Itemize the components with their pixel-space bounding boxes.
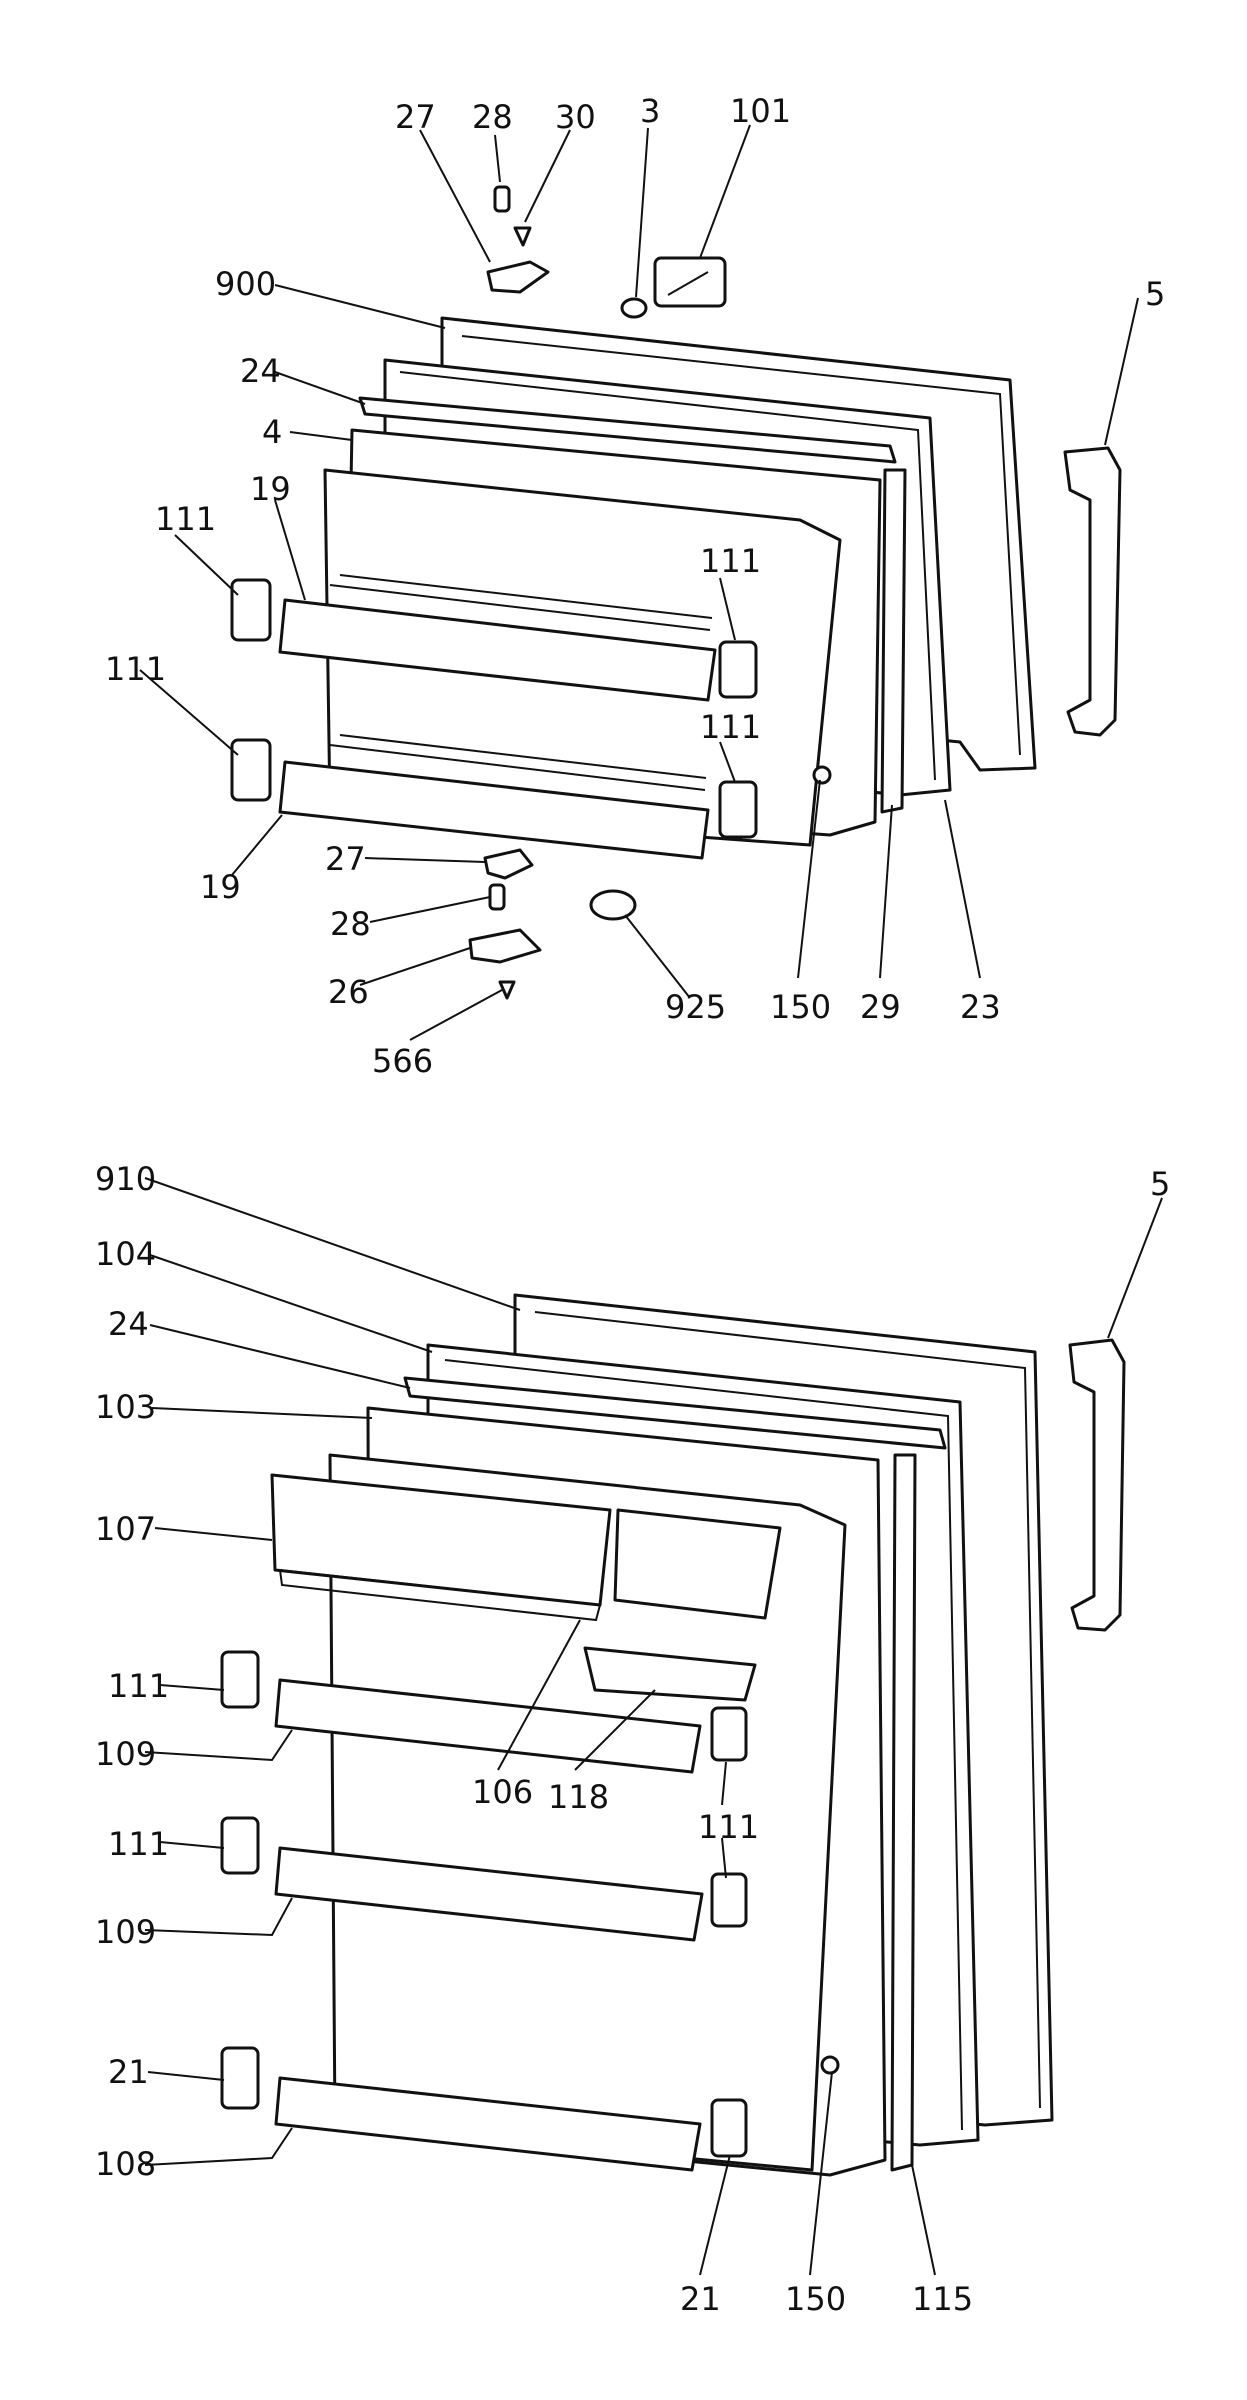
- shelf-retainer-right-bottom: [718, 780, 758, 839]
- callout-28: 28: [472, 98, 513, 136]
- callout-5-lower: 5: [1150, 1165, 1170, 1203]
- callout-27: 27: [395, 98, 436, 136]
- shelf-retainer-lower-right-mid: [710, 1872, 748, 1928]
- door-gasket-inner: [399, 371, 936, 781]
- outer-door-panel-lower-edge: [534, 1311, 1041, 2109]
- door-shelf-bottom-rails: [329, 734, 707, 791]
- breaker-strip: [358, 396, 897, 464]
- callout-109-mid: 109: [95, 1913, 156, 1951]
- egg-tray: [583, 1646, 757, 1702]
- callout-115: 115: [912, 2280, 973, 2318]
- callout-104: 104: [95, 1235, 156, 1273]
- door-shelf-top-rails: [329, 574, 713, 631]
- outer-door-panel-edge: [461, 335, 1021, 756]
- callout-107: 107: [95, 1510, 156, 1548]
- shelf-retainer-lower-right-top: [710, 1706, 748, 1762]
- shelf-retainer-lower-left-top: [220, 1650, 260, 1709]
- door-shelf-top: [278, 598, 717, 702]
- upper-callout-labels: 27 28 30 3 101 900 5 24 4 111 19 111 111…: [105, 92, 1165, 1080]
- vertical-strip-lower: [890, 1453, 917, 2172]
- door-gasket-lower-inner: [444, 1359, 963, 2131]
- breaker-strip-lower: [403, 1376, 947, 1450]
- callout-4: 4: [262, 413, 282, 451]
- callout-19: 19: [250, 470, 291, 508]
- door-shelf-bottom: [278, 760, 710, 860]
- top-hinge: [486, 260, 550, 294]
- shelf-retainer-lower-left-bottom: [220, 2046, 260, 2110]
- callout-5: 5: [1145, 275, 1165, 313]
- callout-21-bottom: 21: [680, 2280, 721, 2318]
- shelf-retainer-left-top: [230, 578, 272, 642]
- callout-24-lower: 24: [108, 1305, 149, 1343]
- bottom-hinge: [483, 848, 534, 880]
- callout-925: 925: [665, 988, 726, 1026]
- callout-111-lower-mid: 111: [108, 1825, 169, 1863]
- door-shelf-lower-top: [274, 1678, 702, 1774]
- callout-103: 103: [95, 1388, 156, 1426]
- callout-106: 106: [472, 1773, 533, 1811]
- hinge-pin: [493, 185, 511, 213]
- callout-24: 24: [240, 352, 281, 390]
- callout-28-lower: 28: [330, 905, 371, 943]
- callout-111-lower-right: 111: [698, 1808, 759, 1846]
- door-stop: [812, 765, 832, 785]
- callout-111-right-top: 111: [700, 542, 761, 580]
- callout-150: 150: [770, 988, 831, 1026]
- butter-bin-cover: [613, 1508, 782, 1620]
- lower-leader-lines: [144, 1177, 1163, 2276]
- hinge-bracket: [468, 928, 542, 964]
- nameplate-mark: [667, 271, 709, 296]
- callout-108: 108: [95, 2145, 156, 2183]
- hinge-screw: [513, 226, 532, 247]
- door-shelf-lower-bottom: [274, 2076, 702, 2172]
- upper-door-assembly: [230, 185, 1122, 1000]
- upper-leader-lines: [139, 124, 1139, 1041]
- callout-111-lower-top: 111: [108, 1667, 169, 1705]
- callout-23: 23: [960, 988, 1001, 1026]
- dairy-bin-cover-base: [278, 1568, 602, 1622]
- shelf-retainer-left-bottom: [230, 738, 272, 802]
- door-handle: [1063, 446, 1122, 737]
- callout-111-right-bottom: 111: [700, 708, 761, 746]
- callout-21-left: 21: [108, 2053, 149, 2091]
- liner-inner-wall-lower: [328, 1453, 847, 2172]
- lower-callout-labels: 910 5 104 24 103 107 111 109 106 118 111…: [95, 1160, 1170, 2318]
- door-stop-lower: [820, 2055, 840, 2075]
- callout-118: 118: [548, 1778, 609, 1816]
- callout-30: 30: [555, 98, 596, 136]
- shelf-retainer-lower-left-mid: [220, 1816, 260, 1875]
- callout-3: 3: [640, 92, 660, 130]
- callout-19-bottom: 19: [200, 868, 241, 906]
- cap-plug: [589, 889, 637, 921]
- callout-109-top: 109: [95, 1735, 156, 1773]
- callout-566: 566: [372, 1042, 433, 1080]
- door-shelf-lower-mid: [274, 1846, 704, 1942]
- callout-101: 101: [730, 92, 791, 130]
- callout-111-left-bottom: 111: [105, 650, 166, 688]
- callout-111: 111: [155, 500, 216, 538]
- callout-900: 900: [215, 265, 276, 303]
- bottom-hinge-pin: [488, 883, 506, 911]
- callout-150-lower: 150: [785, 2280, 846, 2318]
- lower-door-assembly: [220, 1293, 1126, 2177]
- plug-button: [620, 297, 648, 319]
- door-handle-lower: [1068, 1338, 1126, 1632]
- callout-29: 29: [860, 988, 901, 1026]
- shelf-retainer-lower-right-bottom: [710, 2098, 748, 2158]
- callout-26: 26: [328, 973, 369, 1011]
- bracket-screw: [498, 980, 516, 1000]
- callout-27-lower: 27: [325, 840, 366, 878]
- callout-910: 910: [95, 1160, 156, 1198]
- shelf-retainer-right-top: [718, 640, 758, 699]
- vertical-strip: [880, 468, 907, 814]
